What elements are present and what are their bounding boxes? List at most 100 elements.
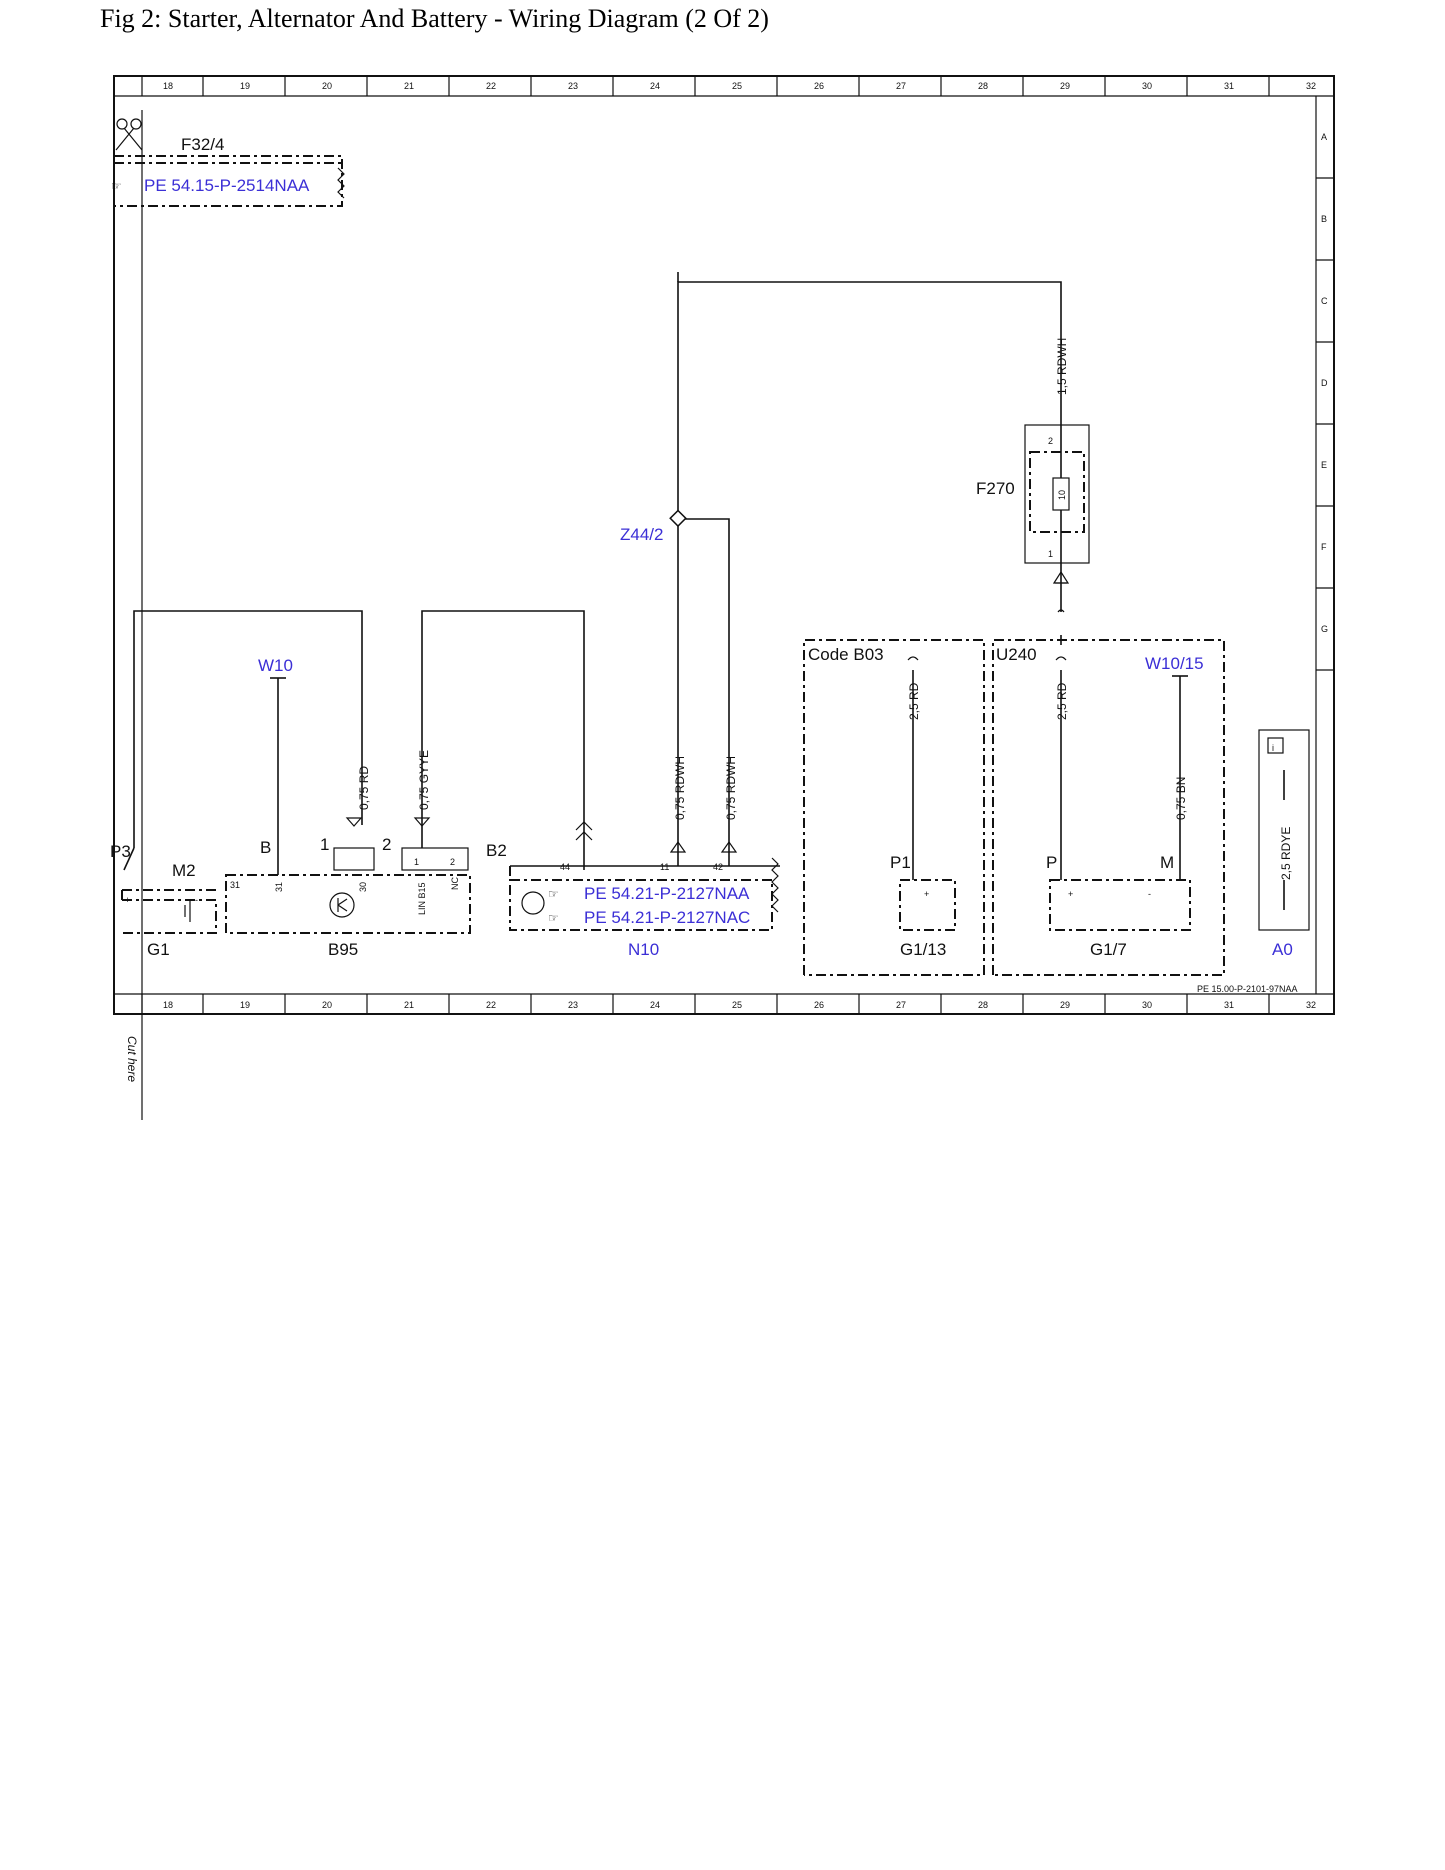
- footer-reference: PE 15.00-P-2101-97NAA: [1197, 984, 1298, 994]
- g1-minus: -: [195, 895, 198, 905]
- f270-pin: 1: [1048, 549, 1053, 559]
- b95-pin: 31: [274, 882, 284, 892]
- b95-conn-pin: 1: [414, 857, 419, 867]
- b95-conn-pin: 2: [450, 857, 455, 867]
- wire-25rdye: 2,5 RDYE: [1279, 827, 1293, 880]
- wire-075bn: 0,75 BN: [1174, 777, 1188, 820]
- f32-label: F32/4: [181, 135, 224, 154]
- col-label: 31: [1224, 81, 1234, 91]
- col-label: 29: [1060, 1000, 1070, 1010]
- hand-pointer-icon: ☞: [548, 911, 559, 925]
- b2-label: B2: [486, 841, 507, 860]
- col-label: 23: [568, 81, 578, 91]
- f270-rating: 10: [1057, 490, 1067, 500]
- diagram-frame: [113, 75, 1335, 1015]
- f270-label: F270: [976, 479, 1015, 498]
- row-label: B: [1321, 214, 1327, 224]
- col-label: 24: [650, 1000, 660, 1010]
- col-label: 26: [814, 1000, 824, 1010]
- grid-ticks: [141, 76, 1334, 1014]
- code-region-b03: Code B03: [803, 639, 985, 976]
- col-label: 19: [240, 81, 250, 91]
- component-g1-7: P M + - G1/7 W10/15 2,5 RD 0,75 BN: [1046, 654, 1204, 959]
- g1-7-label: G1/7: [1090, 940, 1127, 959]
- row-label: F: [1321, 542, 1327, 552]
- col-label: 20: [322, 1000, 332, 1010]
- g1-13-plus: +: [924, 889, 929, 899]
- ground-w10: W10: [258, 656, 293, 679]
- g1-13-label: G1/13: [900, 940, 946, 959]
- n10-label: N10: [628, 940, 659, 959]
- component-g1: P3 + - M2 G1 31: [110, 842, 240, 959]
- wire-25rd-b: 2,5 RD: [1055, 682, 1069, 720]
- col-label: 26: [814, 81, 824, 91]
- component-a0: i 2,5 RDYE A0: [1258, 729, 1310, 959]
- col-label: 27: [896, 1000, 906, 1010]
- col-label: 30: [1142, 1000, 1152, 1010]
- code-b03-label: Code B03: [808, 645, 884, 664]
- component-g1-13: P1 + G1/13 2,5 RD: [890, 656, 956, 959]
- col-label: 22: [486, 1000, 496, 1010]
- row-labels: A B C D E F G: [1321, 132, 1328, 634]
- g1-7-pin: M: [1160, 853, 1174, 872]
- info-icon: i: [1272, 743, 1274, 753]
- row-label: E: [1321, 460, 1327, 470]
- component-n10: B2 44 11 42 ☞ ☞ PE 54.21-P-2127NAA PE 54…: [486, 756, 780, 959]
- wire-15rdwh: 1,5 RDWH: [1055, 338, 1069, 395]
- b95-label: B95: [328, 940, 358, 959]
- col-label: 30: [1142, 81, 1152, 91]
- cut-here-label: Cut here: [125, 1036, 139, 1082]
- g1-13-pin: P1: [890, 853, 911, 872]
- b95-pin-b: B: [260, 838, 271, 857]
- b95-pin-1: 1: [320, 835, 329, 854]
- b95-pin: 30: [358, 882, 368, 892]
- pe-5415-link[interactable]: PE 54.15-P-2514NAA: [144, 176, 310, 195]
- col-label: 28: [978, 1000, 988, 1010]
- pe-5421-nac-link[interactable]: PE 54.21-P-2127NAC: [584, 908, 750, 927]
- wire-075gyye: 0,75 GYYE: [417, 750, 431, 810]
- n10-pin: 11: [660, 862, 669, 872]
- u240-label: U240: [996, 645, 1037, 664]
- g1-7-plus: +: [1068, 889, 1073, 899]
- b95-pin: NC: [450, 877, 460, 890]
- wire-075rd: 0,75 RD: [357, 766, 371, 810]
- col-label: 22: [486, 81, 496, 91]
- n10-pin: 42: [713, 862, 723, 872]
- col-label: 28: [978, 81, 988, 91]
- col-label: 21: [404, 81, 414, 91]
- col-label: 19: [240, 1000, 250, 1010]
- row-label: G: [1321, 624, 1328, 634]
- row-label: C: [1321, 296, 1328, 306]
- wire-075rdwh-a: 0,75 RDWH: [673, 756, 687, 820]
- b95-pin: LIN B15: [417, 882, 427, 915]
- wires-left: [133, 610, 730, 875]
- cut-line: Cut here: [125, 110, 143, 1120]
- hand-pointer-icon: ☞: [548, 887, 559, 901]
- wires-top: [677, 272, 1062, 840]
- w10-label: W10: [258, 656, 293, 675]
- col-label: 29: [1060, 81, 1070, 91]
- w10-15-label: W10/15: [1145, 654, 1204, 673]
- col-label: 32: [1306, 81, 1316, 91]
- pe-5421-naa-link[interactable]: PE 54.21-P-2127NAA: [584, 884, 750, 903]
- g1-label: G1: [147, 940, 170, 959]
- g1-7-pin: P: [1046, 853, 1057, 872]
- column-labels-top: 18 19 20 21 22 23 24 25 26 27 28 29 30 3…: [163, 81, 1316, 91]
- page-title: Fig 2: Starter, Alternator And Battery -…: [100, 4, 769, 33]
- code-region-u240: U240: [992, 639, 1225, 976]
- component-b95: B 1 2 31 30 LIN B15 NC 1 2 B95 0,75 RD 0…: [225, 750, 471, 959]
- m2-label: M2: [172, 861, 196, 880]
- scissors-icon: [115, 118, 143, 151]
- col-label: 27: [896, 81, 906, 91]
- col-label: 20: [322, 81, 332, 91]
- col-label: 23: [568, 1000, 578, 1010]
- n10-pin: 44: [560, 862, 570, 872]
- hand-pointer-icon: ☞: [111, 179, 122, 193]
- g1-plus: +: [125, 895, 130, 905]
- row-label: A: [1321, 132, 1327, 142]
- col-label: 24: [650, 81, 660, 91]
- col-label: 32: [1306, 1000, 1316, 1010]
- p3-label: P3: [110, 842, 131, 861]
- col-label: 31: [1224, 1000, 1234, 1010]
- column-labels-bottom: 18 19 20 21 22 23 24 25 26 27 28 29 30 3…: [163, 1000, 1316, 1010]
